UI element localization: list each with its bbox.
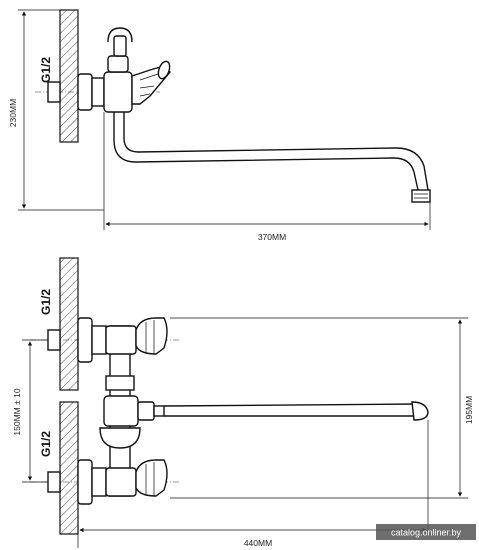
thread-label-top: G1/2: [39, 57, 53, 83]
wall-hatch-upper: [59, 257, 79, 391]
watermark: catalog.onliner.by: [376, 524, 476, 540]
front-view: G1/2 G1/2 150MM ± 10 195MM: [12, 257, 474, 548]
thread-label-lower: G1/2: [39, 431, 53, 457]
wall-hatch: [59, 9, 79, 143]
thread-label-upper: G1/2: [39, 289, 53, 315]
total-length-dimension: 440MM: [244, 538, 272, 548]
wall-hatch-lower: [59, 401, 79, 535]
height-dimension-top: 230MM: [8, 99, 18, 127]
watermark-text: catalog.onliner.by: [391, 528, 462, 538]
spacing-dimension: 150MM ± 10: [12, 388, 22, 435]
height-dimension-front: 195MM: [464, 396, 474, 424]
top-view: G1/2 230MM 370MM: [8, 9, 431, 242]
spout-length-dimension: 370MM: [258, 232, 286, 242]
